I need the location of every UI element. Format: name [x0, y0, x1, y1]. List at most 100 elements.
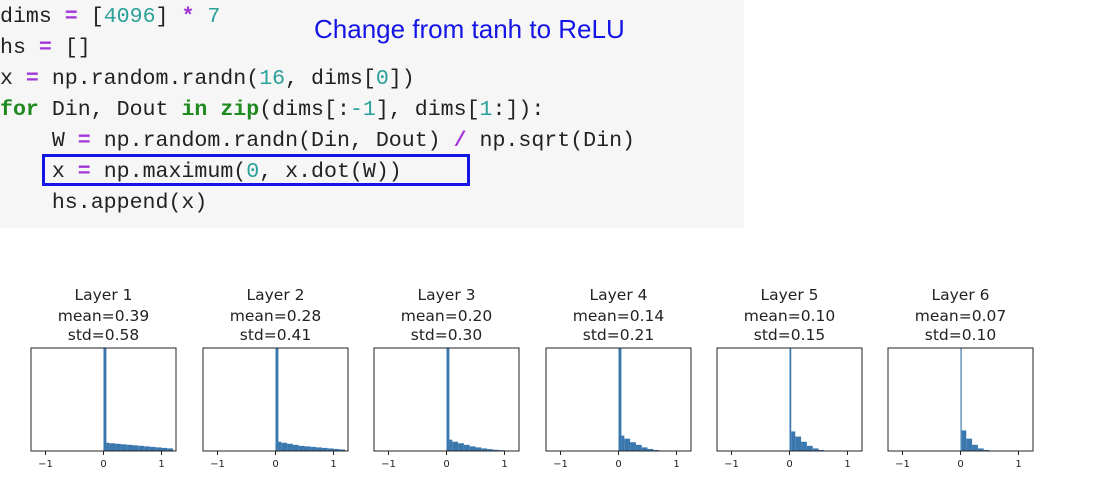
histogram-bar — [624, 438, 631, 451]
x-tick-label: 1 — [1015, 459, 1021, 470]
code-token: W — [0, 129, 78, 153]
histogram-bar — [469, 446, 476, 451]
histogram-bar — [452, 441, 459, 451]
histogram-bar — [321, 447, 328, 451]
histogram-bar — [961, 430, 967, 451]
layer-title: Layer 4 — [589, 286, 647, 304]
layer-title: Layer 6 — [931, 286, 989, 304]
histogram-bar — [446, 348, 450, 451]
code-token: , x.dot(W)) — [259, 160, 402, 184]
code-token: ] — [155, 5, 182, 29]
x-tick-label: 0 — [272, 459, 278, 470]
layer-title: Layer 3 — [417, 286, 475, 304]
code-token: [] — [51, 36, 91, 60]
histogram-bar — [801, 441, 807, 451]
histogram-bar — [304, 446, 311, 451]
histogram-bar — [109, 443, 116, 451]
histogram-bar — [475, 447, 482, 451]
mean-label: mean=0.10 — [744, 307, 835, 325]
code-token: dims — [0, 5, 65, 29]
layer-title: Layer 2 — [246, 286, 304, 304]
code-token: hs.append(x) — [0, 191, 208, 215]
histogram-bar — [653, 449, 660, 451]
histogram-bar — [132, 445, 139, 451]
code-token: Din, Dout — [38, 98, 182, 122]
code-token: = — [38, 36, 52, 60]
std-label: std=0.10 — [925, 326, 997, 344]
code-token: 4096 — [103, 5, 156, 29]
std-label: std=0.21 — [583, 326, 655, 344]
x-tick-label: 1 — [844, 459, 850, 470]
histogram-bar — [791, 431, 796, 451]
histogram-bar — [138, 445, 145, 451]
histogram-bar — [812, 448, 819, 451]
mean-label: mean=0.20 — [401, 307, 492, 325]
code-token: -1 — [349, 98, 376, 122]
histogram-bar — [458, 443, 464, 451]
x-tick-label: 0 — [615, 459, 621, 470]
x-tick-label: 1 — [501, 459, 507, 470]
code-line-6: x = np.maximum(0, x.dot(W)) — [0, 157, 635, 188]
histogram-bar — [333, 448, 340, 451]
code-token: x — [0, 160, 78, 184]
code-line-2: hs = [] — [0, 33, 635, 64]
x-tick-label: −1 — [210, 459, 225, 470]
code-token: zip — [220, 98, 260, 122]
histogram-bar — [155, 447, 162, 451]
histogram-bar — [167, 448, 174, 451]
x-tick-label: −1 — [895, 459, 910, 470]
code-token: 7 — [207, 5, 221, 29]
histogram-bar — [144, 446, 150, 451]
code-token: :]): — [492, 98, 545, 122]
histogram-bar — [789, 348, 792, 451]
x-tick-label: 0 — [957, 459, 963, 470]
histogram-bar — [492, 449, 499, 451]
code-token: 0 — [246, 160, 260, 184]
histogram-bar — [795, 436, 802, 451]
histogram-bar — [635, 444, 642, 451]
mean-label: mean=0.14 — [573, 307, 664, 325]
code-token: np.sqrt(Din) — [466, 129, 636, 153]
std-label: std=0.41 — [240, 326, 312, 344]
x-tick-label: 0 — [443, 459, 449, 470]
code-token: = — [77, 160, 91, 184]
code-token: hs — [0, 36, 39, 60]
mean-label: mean=0.28 — [230, 307, 321, 325]
x-tick-label: −1 — [553, 459, 568, 470]
code-token: (dims[: — [259, 98, 350, 122]
x-tick-label: 0 — [100, 459, 106, 470]
highlight-box — [42, 154, 470, 186]
histogram-bar — [103, 348, 107, 451]
x-tick-label: 1 — [158, 459, 164, 470]
code-token: / — [453, 129, 467, 153]
code-token: ], dims[ — [375, 98, 480, 122]
histogram-bar — [972, 444, 978, 451]
code-token: * — [181, 5, 195, 29]
std-label: std=0.30 — [411, 326, 483, 344]
histogram-bar — [278, 441, 282, 451]
code-token: np.random.randn(Din, Dout) — [90, 129, 454, 153]
code-token: np.maximum( — [90, 160, 247, 184]
histogram-bar — [818, 449, 825, 451]
code-line-1: dims = [4096] * 7 — [0, 2, 635, 33]
histogram-bar — [618, 348, 622, 451]
histogram-bar — [449, 439, 453, 451]
histogram-bar — [275, 348, 279, 451]
code-line-5: W = np.random.randn(Din, Dout) / np.sqrt… — [0, 126, 635, 157]
layer-title: Layer 1 — [74, 286, 132, 304]
histogram-bar — [487, 449, 493, 451]
histogram-bar — [641, 447, 648, 451]
histogram-bar — [481, 448, 488, 451]
histogram-bar — [292, 444, 299, 451]
code-line-3: x = np.random.randn(16, dims[0]) — [0, 64, 635, 95]
x-tick-label: −1 — [38, 459, 53, 470]
code-token: for — [0, 98, 39, 122]
code-token: = — [64, 5, 78, 29]
histogram-bar — [281, 442, 288, 451]
x-tick-label: 1 — [673, 459, 679, 470]
